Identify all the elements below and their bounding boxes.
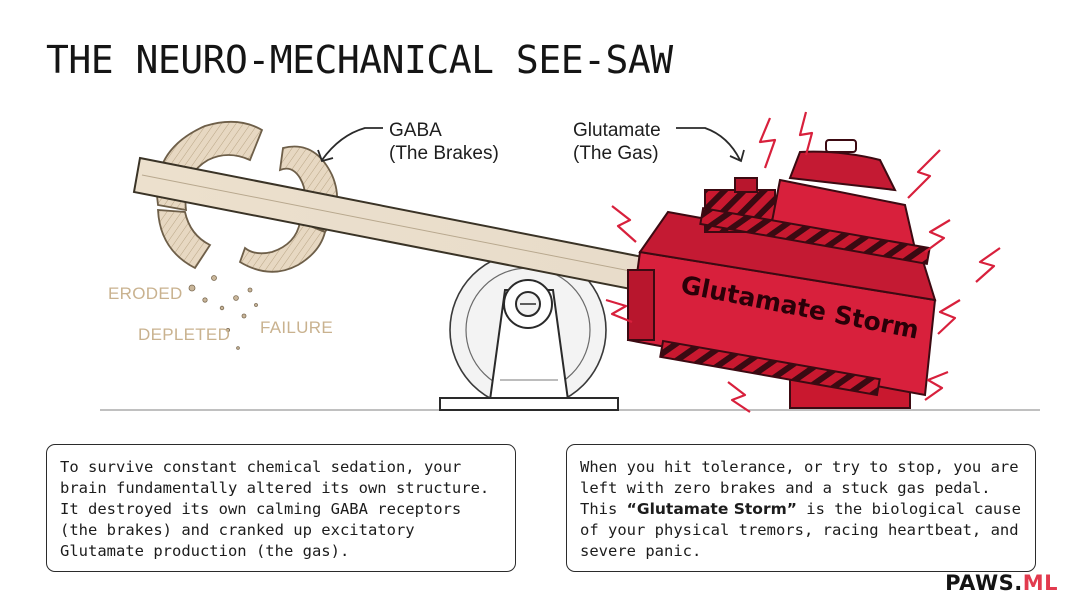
lightning-bolts	[605, 111, 1001, 413]
left-panel-text: To survive constant chemical sedation, y…	[60, 458, 490, 560]
glutamate-callout-title: Glutamate	[573, 120, 661, 141]
brand-main: PAWS.	[945, 571, 1023, 595]
glutamate-callout: Glutamate (The Gas)	[573, 119, 661, 165]
brand-logo: PAWS.ML	[945, 571, 1058, 595]
right-explanation-panel: When you hit tolerance, or try to stop, …	[566, 444, 1036, 572]
left-explanation-panel: To survive constant chemical sedation, y…	[46, 444, 516, 572]
pivot-bolt	[503, 279, 553, 329]
gaba-brake-pads	[156, 120, 339, 350]
glutamate-callout-subtitle: (The Gas)	[573, 143, 659, 164]
callout-arrows	[317, 127, 745, 163]
gaba-callout-title: GABA	[389, 120, 442, 141]
right-panel-text-after: is the biological cause of your physical…	[580, 500, 1021, 560]
brand-accent: ML	[1022, 571, 1058, 595]
glutamate-block-stack	[626, 139, 937, 409]
depleted-tag: DEPLETED	[138, 325, 231, 344]
eroded-tag: ERODED	[108, 284, 183, 303]
page-title: THE NEURO-MECHANICAL SEE-SAW	[46, 38, 673, 82]
right-panel-bold-term: “Glutamate Storm”	[626, 500, 797, 518]
gaba-callout-subtitle: (The Brakes)	[389, 143, 499, 164]
right-panel-text-before: When you hit tolerance, or try to stop, …	[580, 458, 1019, 518]
failure-tag: FAILURE	[260, 318, 333, 337]
gaba-callout: GABA (The Brakes)	[389, 119, 499, 165]
